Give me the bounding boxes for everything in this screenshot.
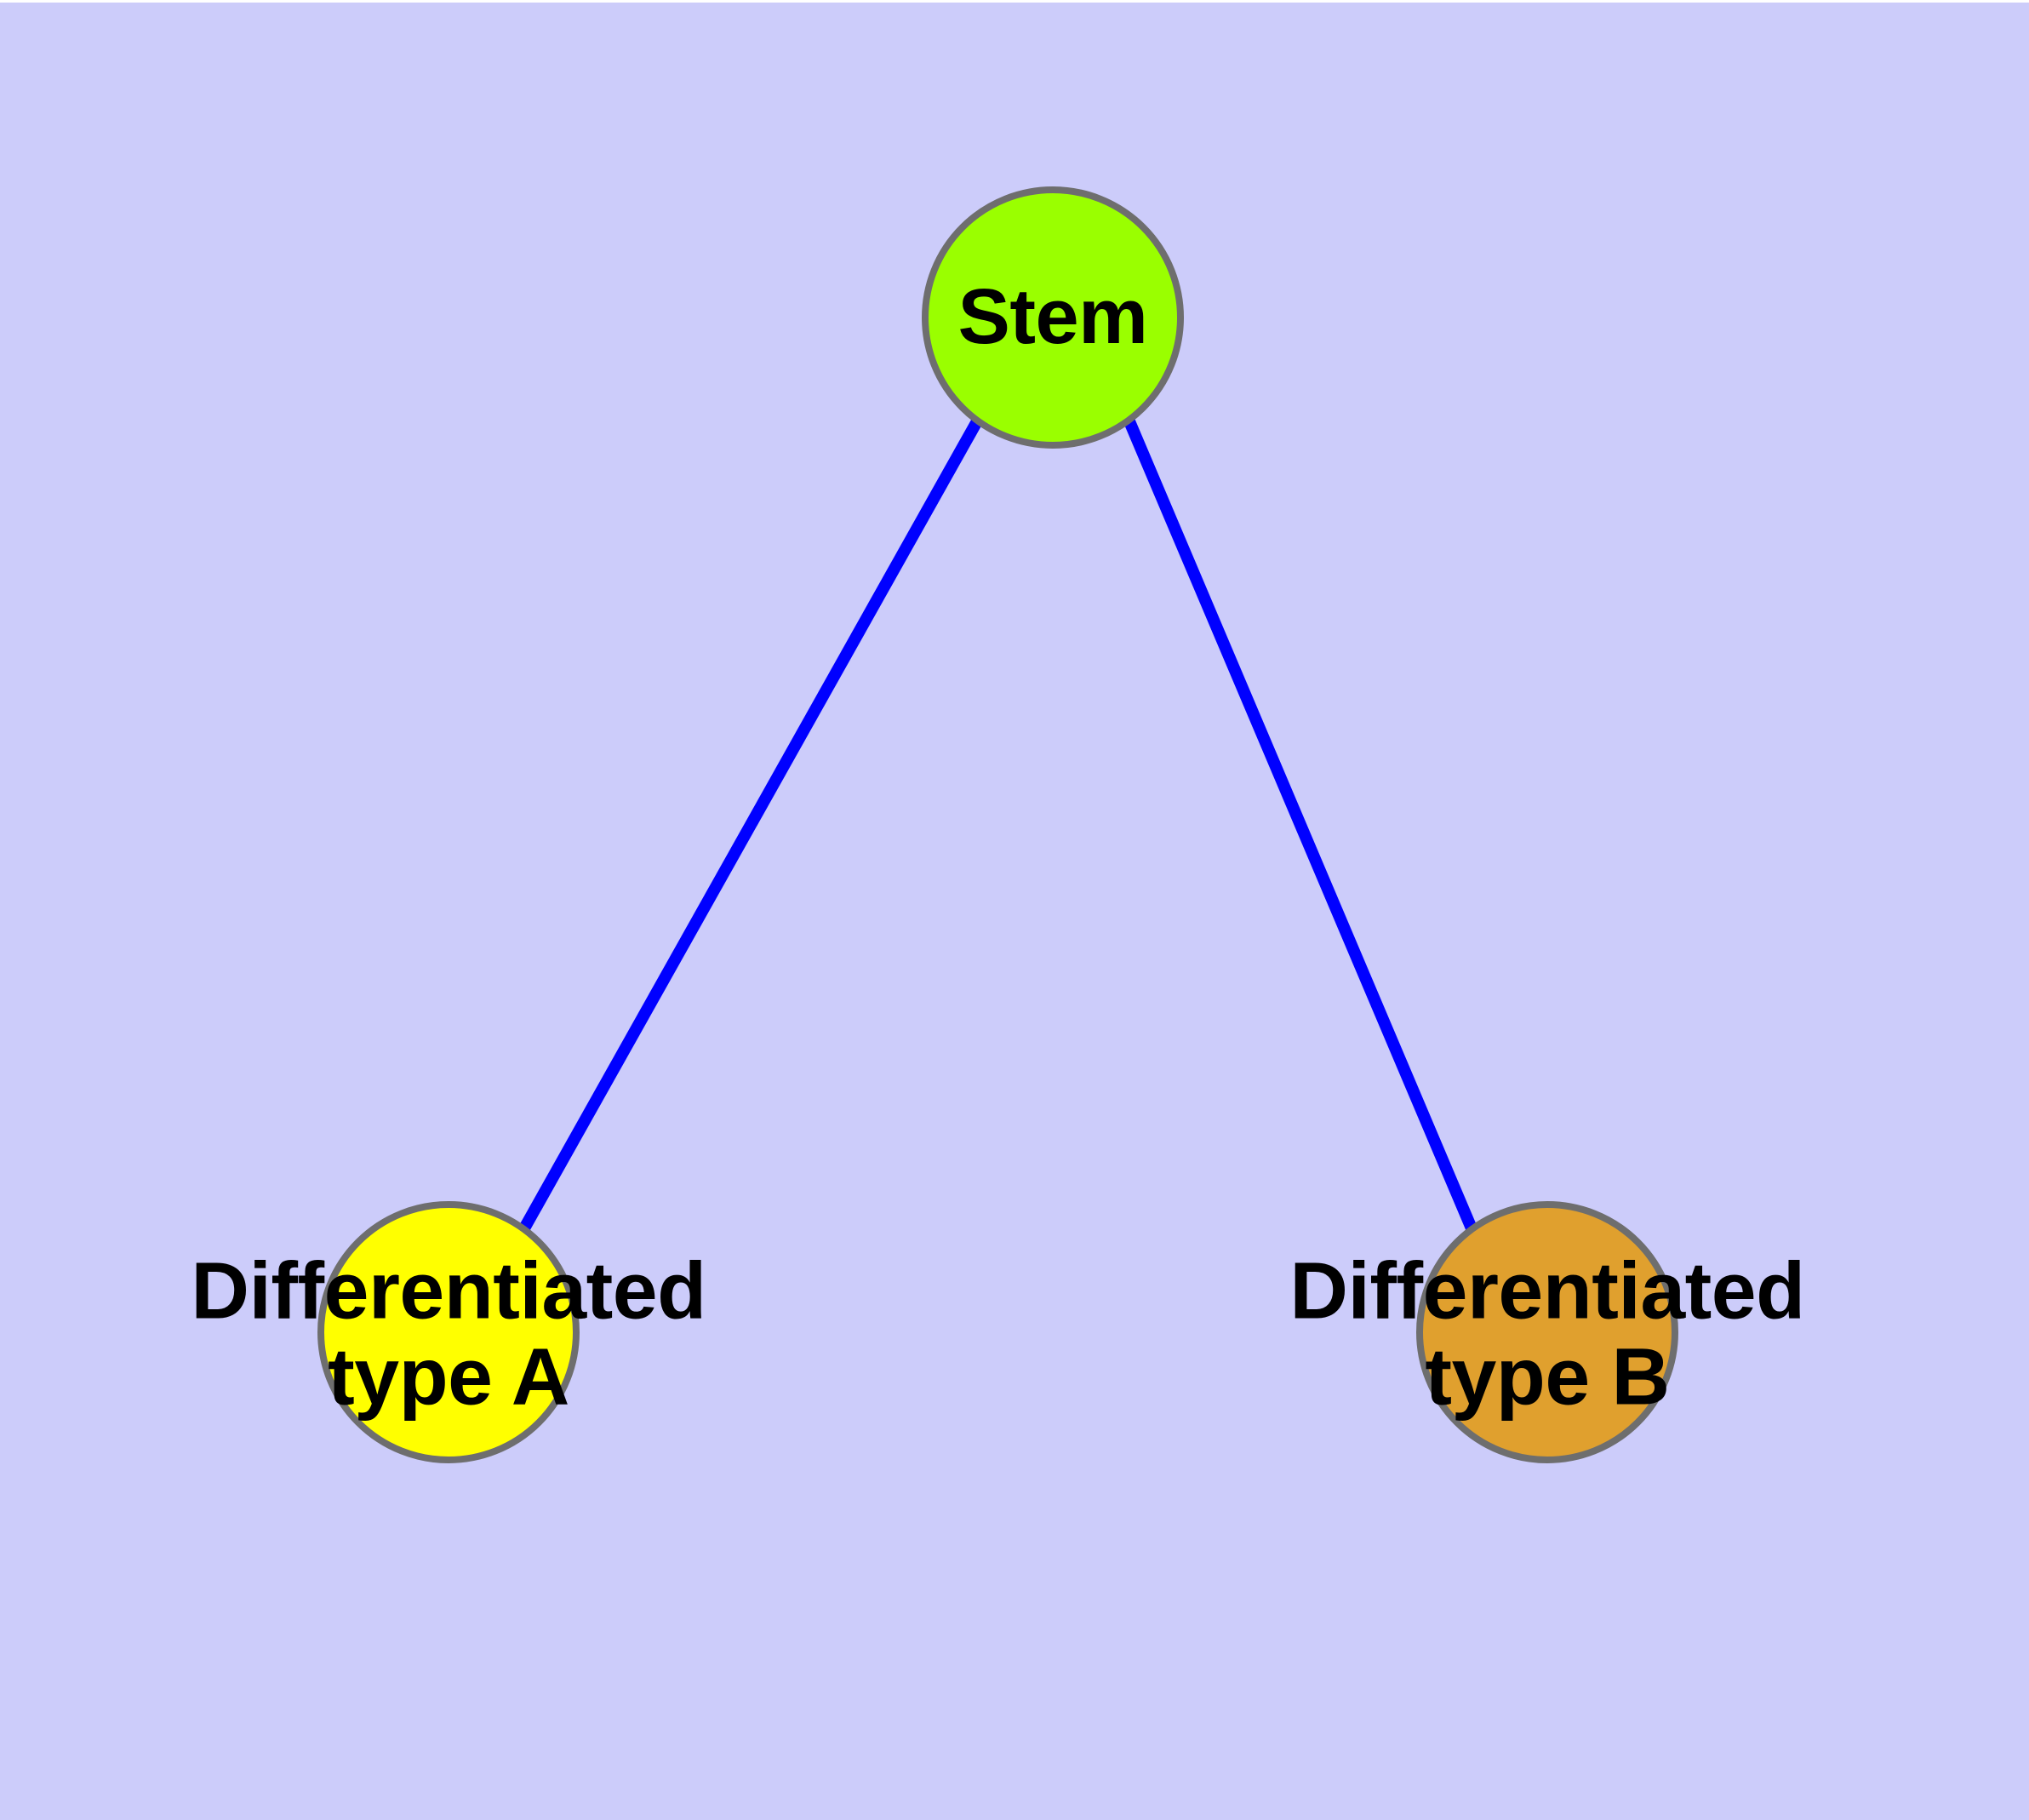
node-differentiated-type-a[interactable]	[317, 1201, 580, 1463]
edge-stem-to-differentiated-type-a	[518, 418, 983, 1232]
node-differentiated-type-b[interactable]	[1416, 1201, 1678, 1463]
edge-stem-to-differentiated-type-b	[1123, 419, 1477, 1231]
node-stem[interactable]	[922, 186, 1184, 449]
